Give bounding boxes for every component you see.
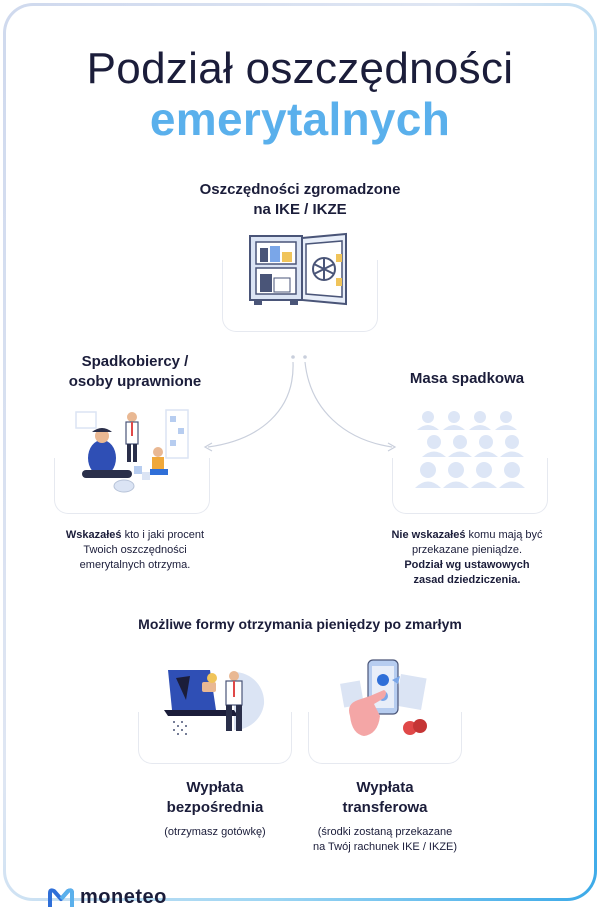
brand-name: moneteo — [80, 886, 167, 908]
direct-heading: Wypłata bezpośrednia — [166, 779, 264, 816]
safe-icon — [249, 232, 347, 306]
arrow-head-right — [387, 442, 397, 452]
transfer-heading: Wypłata transferowa — [342, 779, 428, 816]
moneteo-logo[interactable]: moneteo — [48, 886, 167, 909]
right-card — [392, 458, 548, 514]
connector-dot-right — [303, 355, 307, 359]
page-title-line1: Podział oszczędności — [86, 44, 514, 93]
right-description: Nie wskazałeś komu mają być przekazane p… — [391, 529, 543, 586]
arrow-to-left — [207, 361, 294, 448]
phone-transfer-icon — [340, 659, 427, 736]
left-heading: Spadkobiercy / osoby uprawnione — [68, 353, 202, 390]
forms-heading: Możliwe formy otrzymania pieniędzy po zm… — [138, 616, 462, 632]
left-description: Wskazałeś kto i jaki procent Twoich oszc… — [65, 529, 205, 571]
connector-dot-left — [291, 355, 295, 359]
arrow-to-right — [304, 361, 393, 448]
left-card — [54, 458, 210, 514]
page-title-line2: emerytalnych — [149, 93, 451, 145]
arrow-head-left — [203, 442, 213, 452]
top-heading: Oszczędności zgromadzone na IKE / IKZE — [199, 181, 401, 218]
top-card — [222, 260, 378, 332]
transfer-card — [308, 712, 462, 764]
moneteo-logo-icon — [48, 887, 74, 907]
people-grid-icon — [415, 411, 525, 488]
direct-note: (otrzymasz gotówkę) — [164, 826, 266, 838]
family-icon — [75, 409, 189, 493]
direct-card — [138, 712, 292, 764]
transfer-note: (środki zostaną przekazane na Twój rachu… — [312, 826, 458, 853]
laptop-cash-icon — [164, 670, 265, 735]
right-heading: Masa spadkowa — [409, 370, 525, 387]
